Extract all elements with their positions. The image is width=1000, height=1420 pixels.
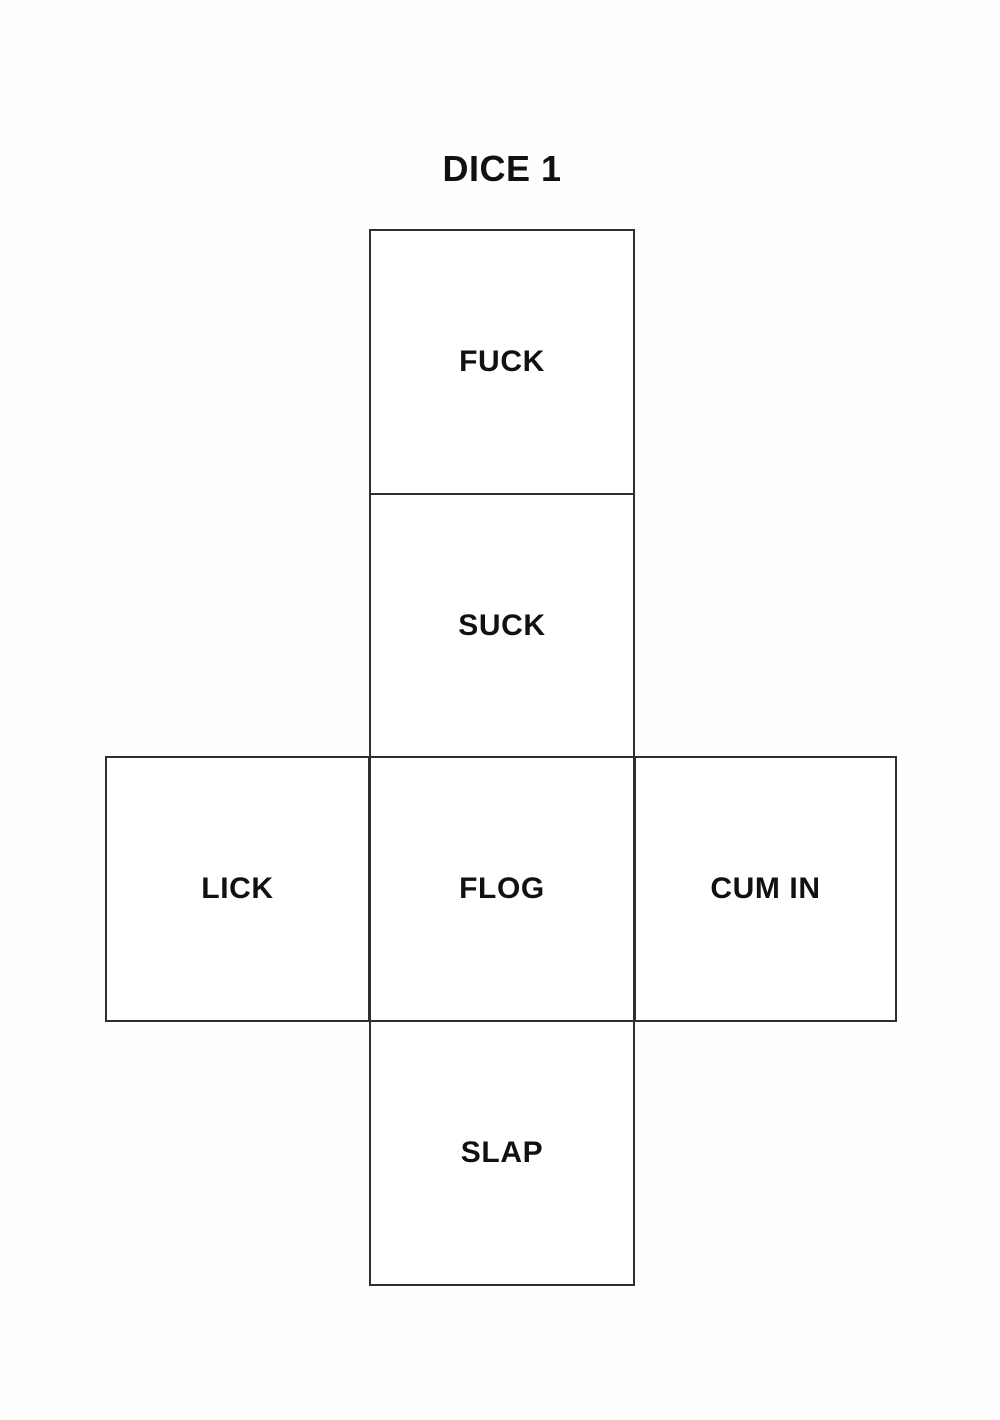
dice-face-middle-center[interactable]: FLOG bbox=[369, 756, 635, 1022]
dice-face-bottom[interactable]: SLAP bbox=[369, 1020, 635, 1286]
dice-face-label: CUM IN bbox=[710, 872, 821, 905]
dice-face-label: LICK bbox=[201, 872, 274, 905]
dice-face-upper-middle[interactable]: SUCK bbox=[369, 493, 635, 758]
dice-face-middle-left[interactable]: LICK bbox=[105, 756, 370, 1022]
dice-face-label: SUCK bbox=[458, 608, 546, 642]
page-title: DICE 1 bbox=[442, 148, 562, 189]
dice-face-label: FUCK bbox=[459, 345, 545, 378]
dice-face-label: FLOG bbox=[459, 872, 545, 905]
dice-face-middle-right[interactable]: CUM IN bbox=[634, 756, 897, 1022]
dice-face-label: SLAP bbox=[460, 1136, 544, 1169]
dice-face-top[interactable]: FUCK bbox=[369, 229, 635, 495]
